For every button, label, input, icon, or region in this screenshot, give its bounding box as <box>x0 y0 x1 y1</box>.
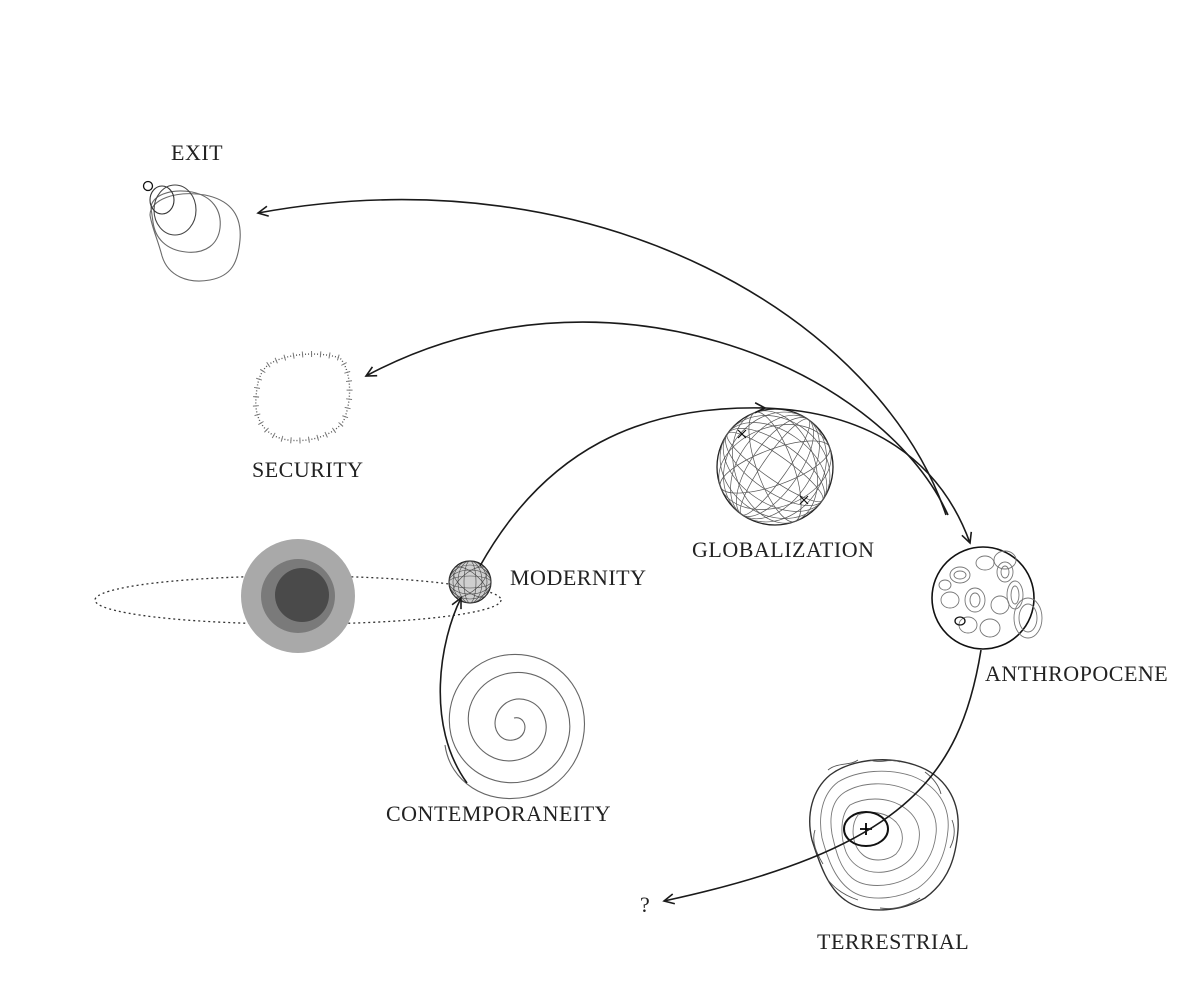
anthropocene-label: ANTHROPOCENE <box>985 661 1169 686</box>
arrow-anthropocene-to-security <box>364 321 949 516</box>
security-label: SECURITY <box>252 457 364 482</box>
contour-terrain-terrestrial-icon <box>809 759 959 911</box>
arrow-globalization-to-anthropocene <box>764 407 973 545</box>
arrows <box>256 198 982 905</box>
arrow-modernity-to-globalization <box>479 402 767 567</box>
contemporaneity-label: CONTEMPORANEITY <box>386 801 612 826</box>
arrow-anthropocene-to-exit <box>256 198 947 516</box>
nested-circles-exit-icon <box>142 180 241 282</box>
modernity-label: MODERNITY <box>510 565 647 590</box>
spiral-contemporaneity-icon <box>444 653 585 799</box>
exit-label: EXIT <box>171 140 224 165</box>
stitched-ring-security-icon <box>252 351 353 444</box>
arrow-contemporaneity-to-modernity <box>439 596 468 784</box>
globalization-label: GLOBALIZATION <box>692 537 875 562</box>
sun-core <box>275 568 329 622</box>
terrestrial-label: TERRESTRIAL <box>817 929 970 954</box>
mesh-ball-modernity-icon <box>448 560 492 604</box>
unknown-label: ? <box>640 892 651 917</box>
wireframe-globe-globalization-icon <box>716 408 834 526</box>
sun-with-orbit-icon <box>94 539 502 653</box>
cratered-sphere-anthropocene-icon <box>931 546 1043 650</box>
arrow-anthropocene-to-unknown <box>662 649 982 905</box>
